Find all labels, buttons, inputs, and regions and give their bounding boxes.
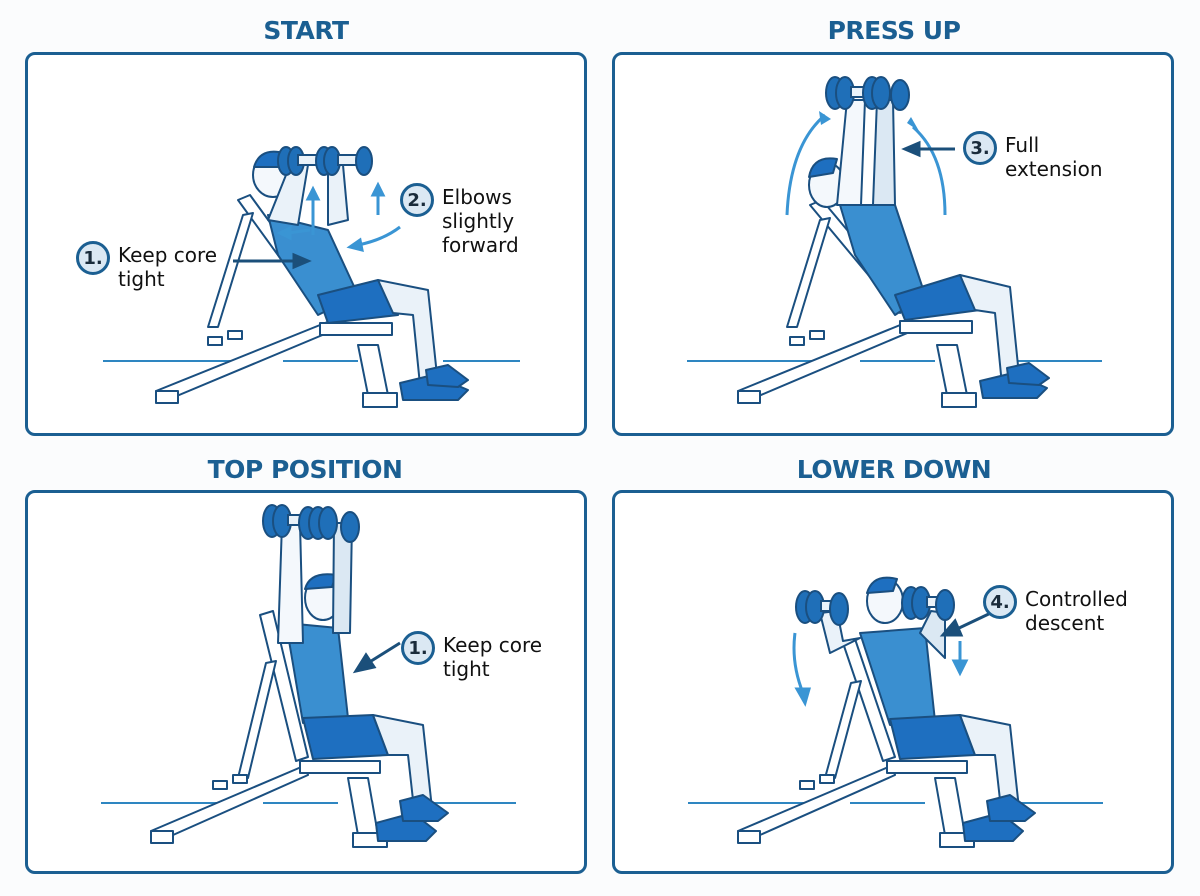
person-icon <box>819 576 1036 842</box>
callout-elbows-slightly-forward: 2. Elbows slightly forward <box>400 183 519 257</box>
illustration-start <box>103 146 520 408</box>
dumbbell-icon <box>277 146 373 176</box>
panel-press-up: 3. Full extension <box>612 52 1174 436</box>
dumbbell-icon <box>825 76 910 111</box>
person-icon <box>808 99 1050 399</box>
step-title-press-up: PRESS UP <box>827 16 961 45</box>
callout-controlled-descent: 4. Controlled descent <box>983 585 1128 635</box>
step-number-badge: 4. <box>983 585 1017 619</box>
illustration-top-position <box>101 504 516 848</box>
callout-full-extension: 3. Full extension <box>963 131 1103 181</box>
person-icon <box>277 522 449 842</box>
dumbbell-icon <box>795 586 955 626</box>
step-number-badge: 1. <box>401 631 435 665</box>
pointer-arrow-icon <box>901 140 955 158</box>
step-title-lower-down: LOWER DOWN <box>796 455 992 484</box>
callout-text: Elbows slightly forward <box>442 185 519 257</box>
motion-arrow-icon <box>785 113 947 216</box>
callout-text: Keep core tight <box>443 633 543 681</box>
panel-top-position: 1. Keep core tight <box>25 490 587 874</box>
bench-icon <box>737 638 975 848</box>
step-number-badge: 1. <box>76 241 110 275</box>
callout-text: Controlled descent <box>1025 587 1128 635</box>
illustration-press-up <box>687 76 1102 408</box>
motion-arrowhead-icon <box>819 111 919 131</box>
step-title-start: START <box>263 16 349 45</box>
callout-keep-core-tight: 1. Keep core tight <box>401 631 542 681</box>
illustration-lower-down <box>688 576 1103 848</box>
pointer-arrow-icon <box>352 641 401 674</box>
step-number-badge: 3. <box>963 131 997 165</box>
pointer-arrow-icon <box>233 252 312 270</box>
motion-arrow-icon <box>792 632 969 707</box>
panel-lower-down: 4. Controlled descent <box>612 490 1174 874</box>
callout-text: Keep core tight <box>118 243 218 291</box>
callout-keep-core-tight: 1. Keep core tight <box>76 241 217 291</box>
motion-arrow-icon <box>276 181 401 253</box>
callout-text: Full extension <box>1005 133 1103 181</box>
person-icon <box>252 150 469 401</box>
panel-start: 1. Keep core tight 2. Elbows slightly fo… <box>25 52 587 436</box>
step-number-badge: 2. <box>400 183 434 217</box>
step-title-top-position: TOP POSITION <box>207 455 403 484</box>
dumbbell-icon <box>262 504 360 543</box>
